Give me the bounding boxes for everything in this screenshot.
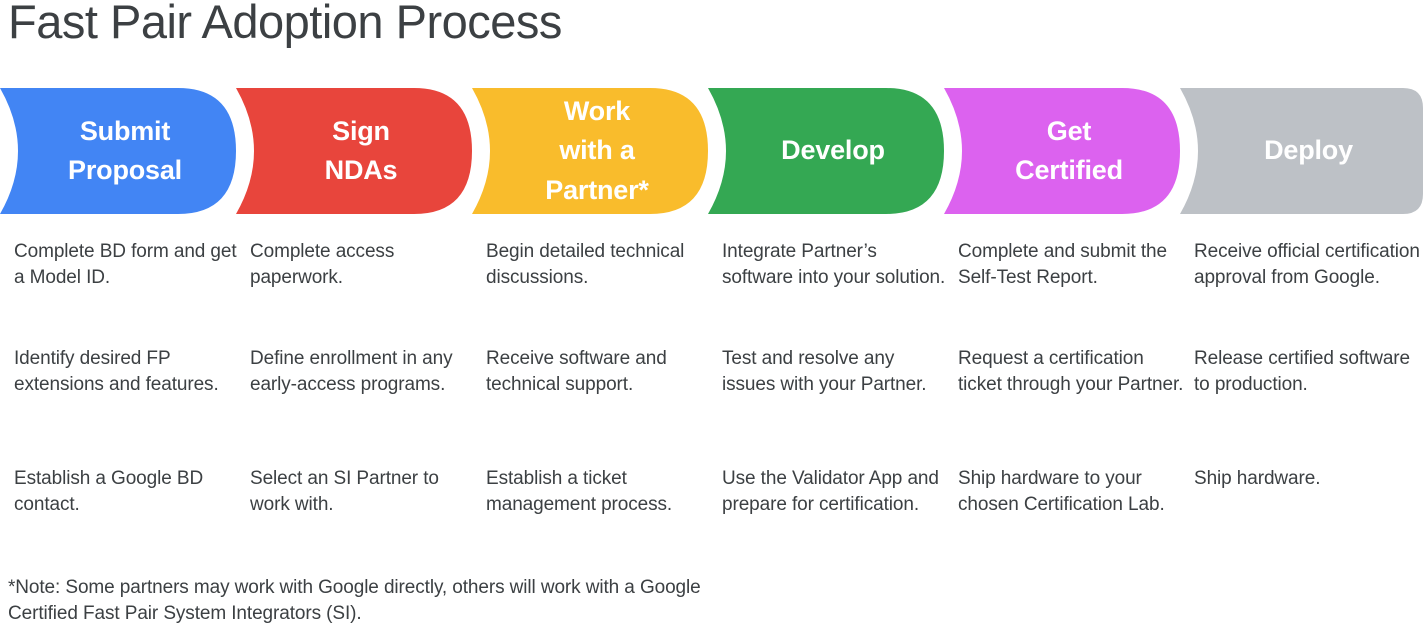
chevron-shape-icon (472, 88, 708, 214)
detail-item: Complete and submit the Self-Test Report… (958, 241, 1167, 288)
stage-details: Complete BD form and get a Model ID. Ide… (0, 239, 1423, 559)
detail-item: Ship hardware. (1194, 468, 1321, 489)
detail-item: Complete BD form and get a Model ID. (14, 241, 237, 288)
process-stage-3-label: Work with a Partner* (545, 96, 649, 205)
process-stage-1[interactable]: Submit Proposal (0, 88, 236, 214)
footnote: *Note: Some partners may work with Googl… (8, 577, 701, 624)
detail-item: Identify desired FP extensions and featu… (14, 348, 219, 395)
chevron-path-2 (236, 88, 472, 214)
detail-item: Release certified software to production… (1194, 348, 1411, 395)
detail-item: Request a certification ticket through y… (958, 348, 1184, 395)
detail-item: Receive official certification approval … (1194, 241, 1420, 288)
detail-item: Ship hardware to your chosen Certificati… (958, 468, 1165, 515)
process-stage-5-label: Get Certified (1015, 115, 1123, 185)
process-stage-5[interactable]: Get Certified (944, 88, 1180, 214)
detail-item: Select an SI Partner to work with. (250, 468, 439, 515)
process-stage-4[interactable]: Develop (708, 88, 944, 214)
detail-item: Receive software and technical support. (486, 348, 667, 395)
process-stage-1-label: Submit Proposal (68, 115, 182, 185)
chevron-shape-icon (0, 88, 236, 214)
chevron-path-5 (944, 88, 1180, 214)
detail-item: Begin detailed technical discussions. (486, 241, 685, 288)
detail-item: Use the Validator App and prepare for ce… (722, 468, 939, 515)
chevron-shape-icon (1180, 88, 1423, 214)
process-stage-2[interactable]: Sign NDAs (236, 88, 472, 214)
chevron-path-3 (472, 88, 708, 214)
chevron-path-4 (708, 88, 944, 214)
chevron-shape-icon (236, 88, 472, 214)
detail-item: Test and resolve any issues with your Pa… (722, 348, 927, 395)
detail-item: Define enrollment in any early-access pr… (250, 348, 453, 395)
detail-item: Establish a Google BD contact. (14, 468, 204, 515)
detail-item: Integrate Partner’s software into your s… (722, 241, 946, 288)
chevron-shape-icon (944, 88, 1180, 214)
chevron-path-1 (0, 88, 236, 214)
process-stage-6-label: Deploy (1264, 135, 1353, 166)
process-stage-4-label: Develop (781, 135, 885, 166)
detail-item: Complete access paperwork. (250, 241, 395, 288)
process-stage-6[interactable]: Deploy (1180, 88, 1423, 214)
process-stage-2-label: Sign NDAs (324, 115, 398, 185)
process-banner: Submit Proposal Sign NDAs Work with a Pa… (0, 88, 1423, 214)
process-stage-3[interactable]: Work with a Partner* (472, 88, 708, 214)
detail-item: Establish a ticket management process. (486, 468, 673, 515)
page-title: Fast Pair Adoption Process (8, 0, 562, 48)
chevron-shape-icon (708, 88, 944, 214)
chevron-path-6 (1180, 88, 1423, 214)
